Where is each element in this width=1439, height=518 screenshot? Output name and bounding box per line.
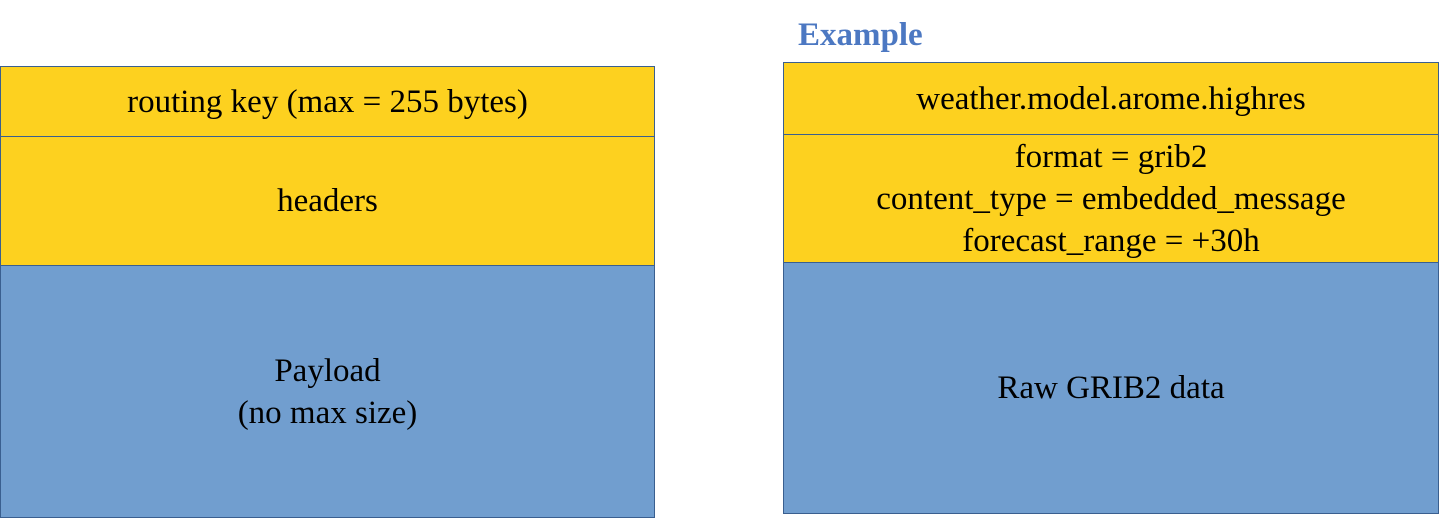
example-title: Example bbox=[798, 17, 923, 53]
header-forecast-range: forecast_range = +30h bbox=[962, 222, 1260, 259]
example-routing-key-block: weather.model.arome.highres bbox=[784, 63, 1438, 135]
headers-label: headers bbox=[277, 183, 378, 219]
routing-key-block: routing key (max = 255 bytes) bbox=[1, 67, 654, 137]
header-format: format = grib2 bbox=[1014, 138, 1208, 175]
header-content-type: content_type = embedded_message bbox=[876, 180, 1346, 217]
payload-block: Payload (no max size) bbox=[1, 266, 654, 517]
example-routing-key-value: weather.model.arome.highres bbox=[916, 80, 1306, 117]
example-payload-label: Raw GRIB2 data bbox=[997, 370, 1225, 406]
payload-size-note: (no max size) bbox=[237, 394, 418, 431]
payload-label: Payload bbox=[274, 352, 381, 389]
example-headers-block: format = grib2 content_type = embedded_m… bbox=[784, 135, 1438, 263]
routing-key-label: routing key (max = 255 bytes) bbox=[127, 83, 528, 120]
headers-block: headers bbox=[1, 137, 654, 266]
message-structure-diagram: routing key (max = 255 bytes) headers Pa… bbox=[0, 66, 655, 518]
example-payload-block: Raw GRIB2 data bbox=[784, 263, 1438, 513]
example-message-diagram: weather.model.arome.highres format = gri… bbox=[783, 62, 1439, 514]
